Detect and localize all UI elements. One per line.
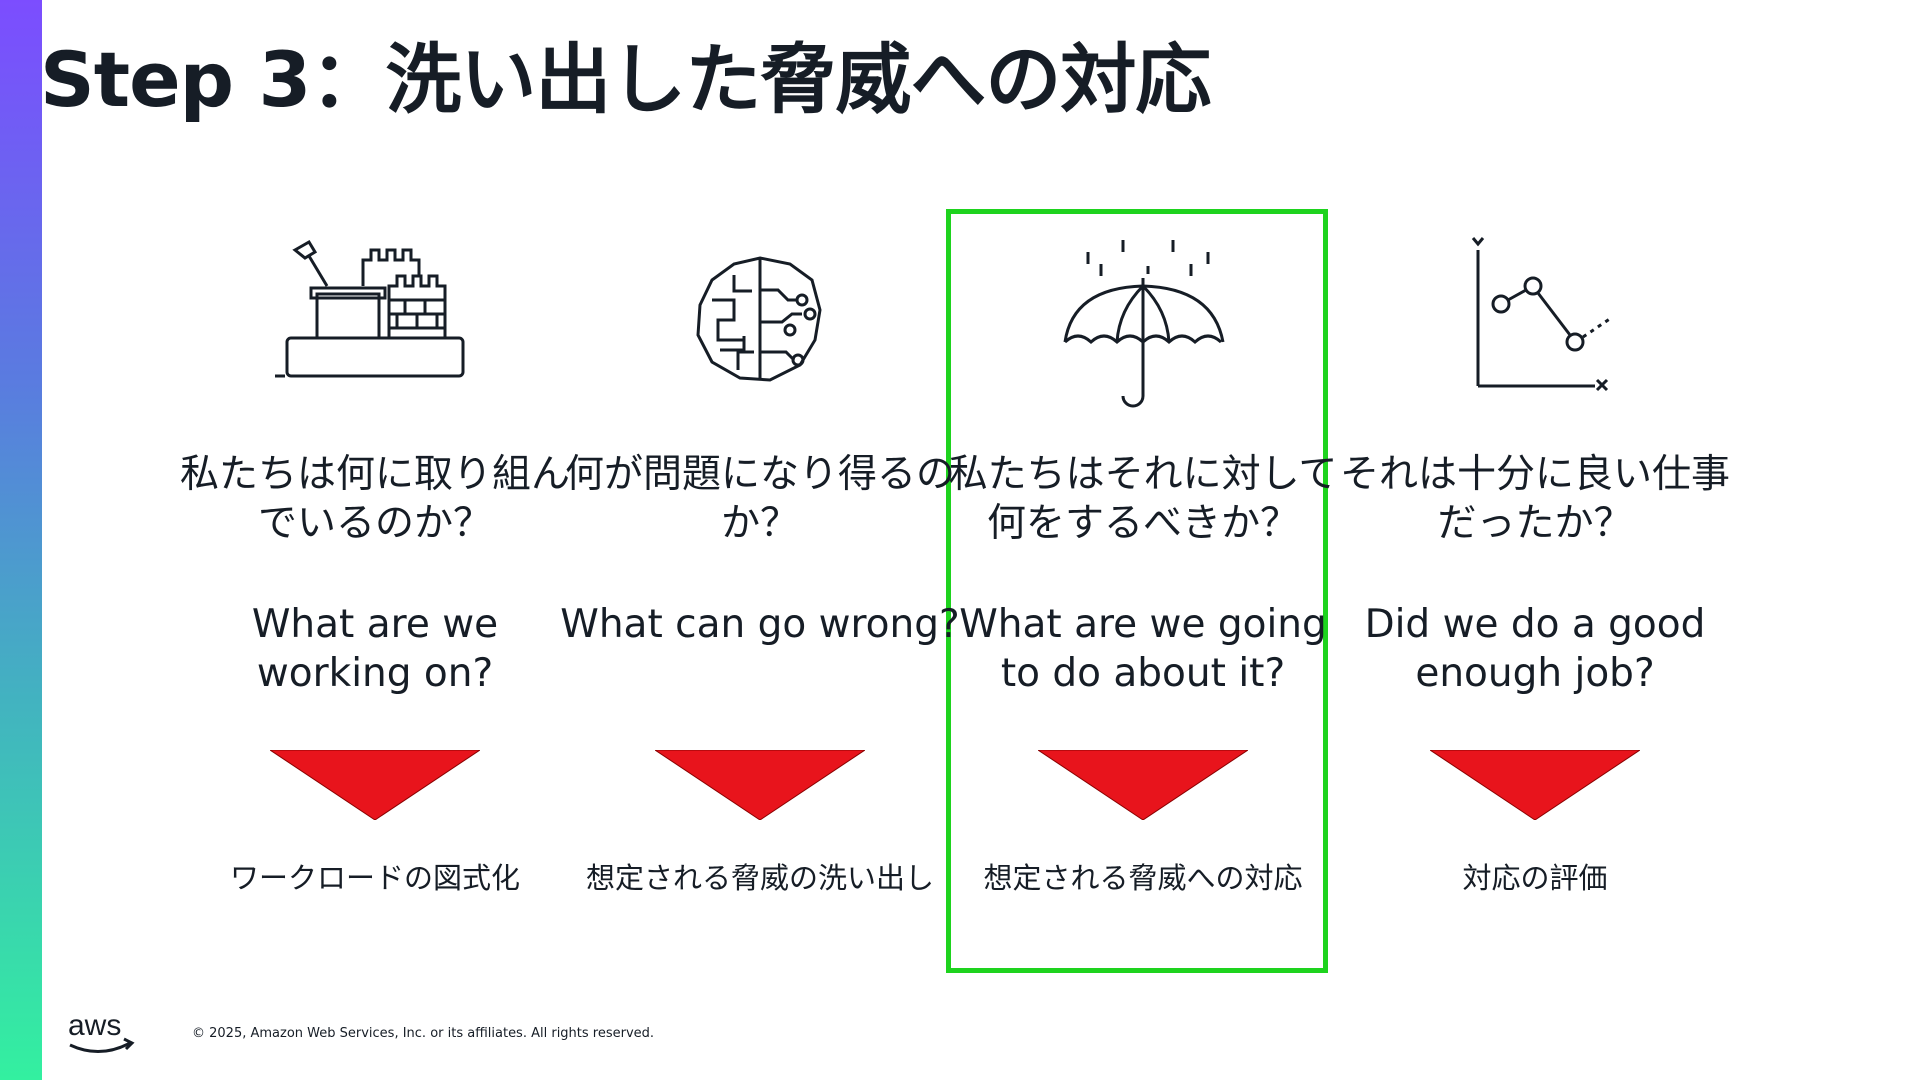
down-arrow-icon <box>1430 750 1640 820</box>
question-en: What are we going to do about it? <box>959 602 1327 696</box>
sandcastle-icon <box>275 239 465 378</box>
step-column-4: それは十分に良い仕事だったか？ Did we do a good enough … <box>1335 230 1735 896</box>
highlight-frame <box>946 209 1328 973</box>
copyright-notice: © 2025, Amazon Web Services, Inc. or its… <box>192 1026 655 1041</box>
step-caption: 対応の評価 <box>1462 861 1608 895</box>
question-ja: 何が問題になり得るのか？ <box>564 452 955 546</box>
question-en: What can go wrong? <box>560 602 960 647</box>
step-column-1: 私たちは何に取り組んでいるのか？ What are we working on?… <box>175 230 575 896</box>
question-ja: それは十分に良い仕事だったか？ <box>1339 452 1730 546</box>
brain-icon <box>696 256 822 382</box>
question-en: What are we working on? <box>251 602 499 696</box>
slide-title: Step 3：洗い出した脅威への対応 <box>40 35 1211 124</box>
step-column-3: 私たちはそれに対して何をするべきか？ What are we going to … <box>943 230 1343 896</box>
line-chart-icon <box>1471 237 1612 392</box>
step-column-2: 何が問題になり得るのか？ What can go wrong? 想定される脅威の… <box>560 230 960 896</box>
accent-bar <box>0 0 42 1080</box>
step-caption: 想定される脅威の洗い出し <box>585 861 934 895</box>
step-caption: ワークロードの図式化 <box>229 861 520 895</box>
down-arrow-icon <box>270 750 480 820</box>
svg-text:aws: aws <box>68 1009 121 1042</box>
umbrella-icon <box>1063 240 1225 408</box>
step-caption: 想定される脅威への対応 <box>983 861 1303 895</box>
question-ja: 私たちは何に取り組んでいるのか？ <box>179 452 570 546</box>
question-ja: 私たちはそれに対して何をするべきか？ <box>948 452 1338 546</box>
question-en: Did we do a good enough job? <box>1364 602 1706 696</box>
down-arrow-icon <box>1038 750 1248 820</box>
aws-logo: aws <box>68 1009 135 1054</box>
down-arrow-icon <box>655 750 865 820</box>
